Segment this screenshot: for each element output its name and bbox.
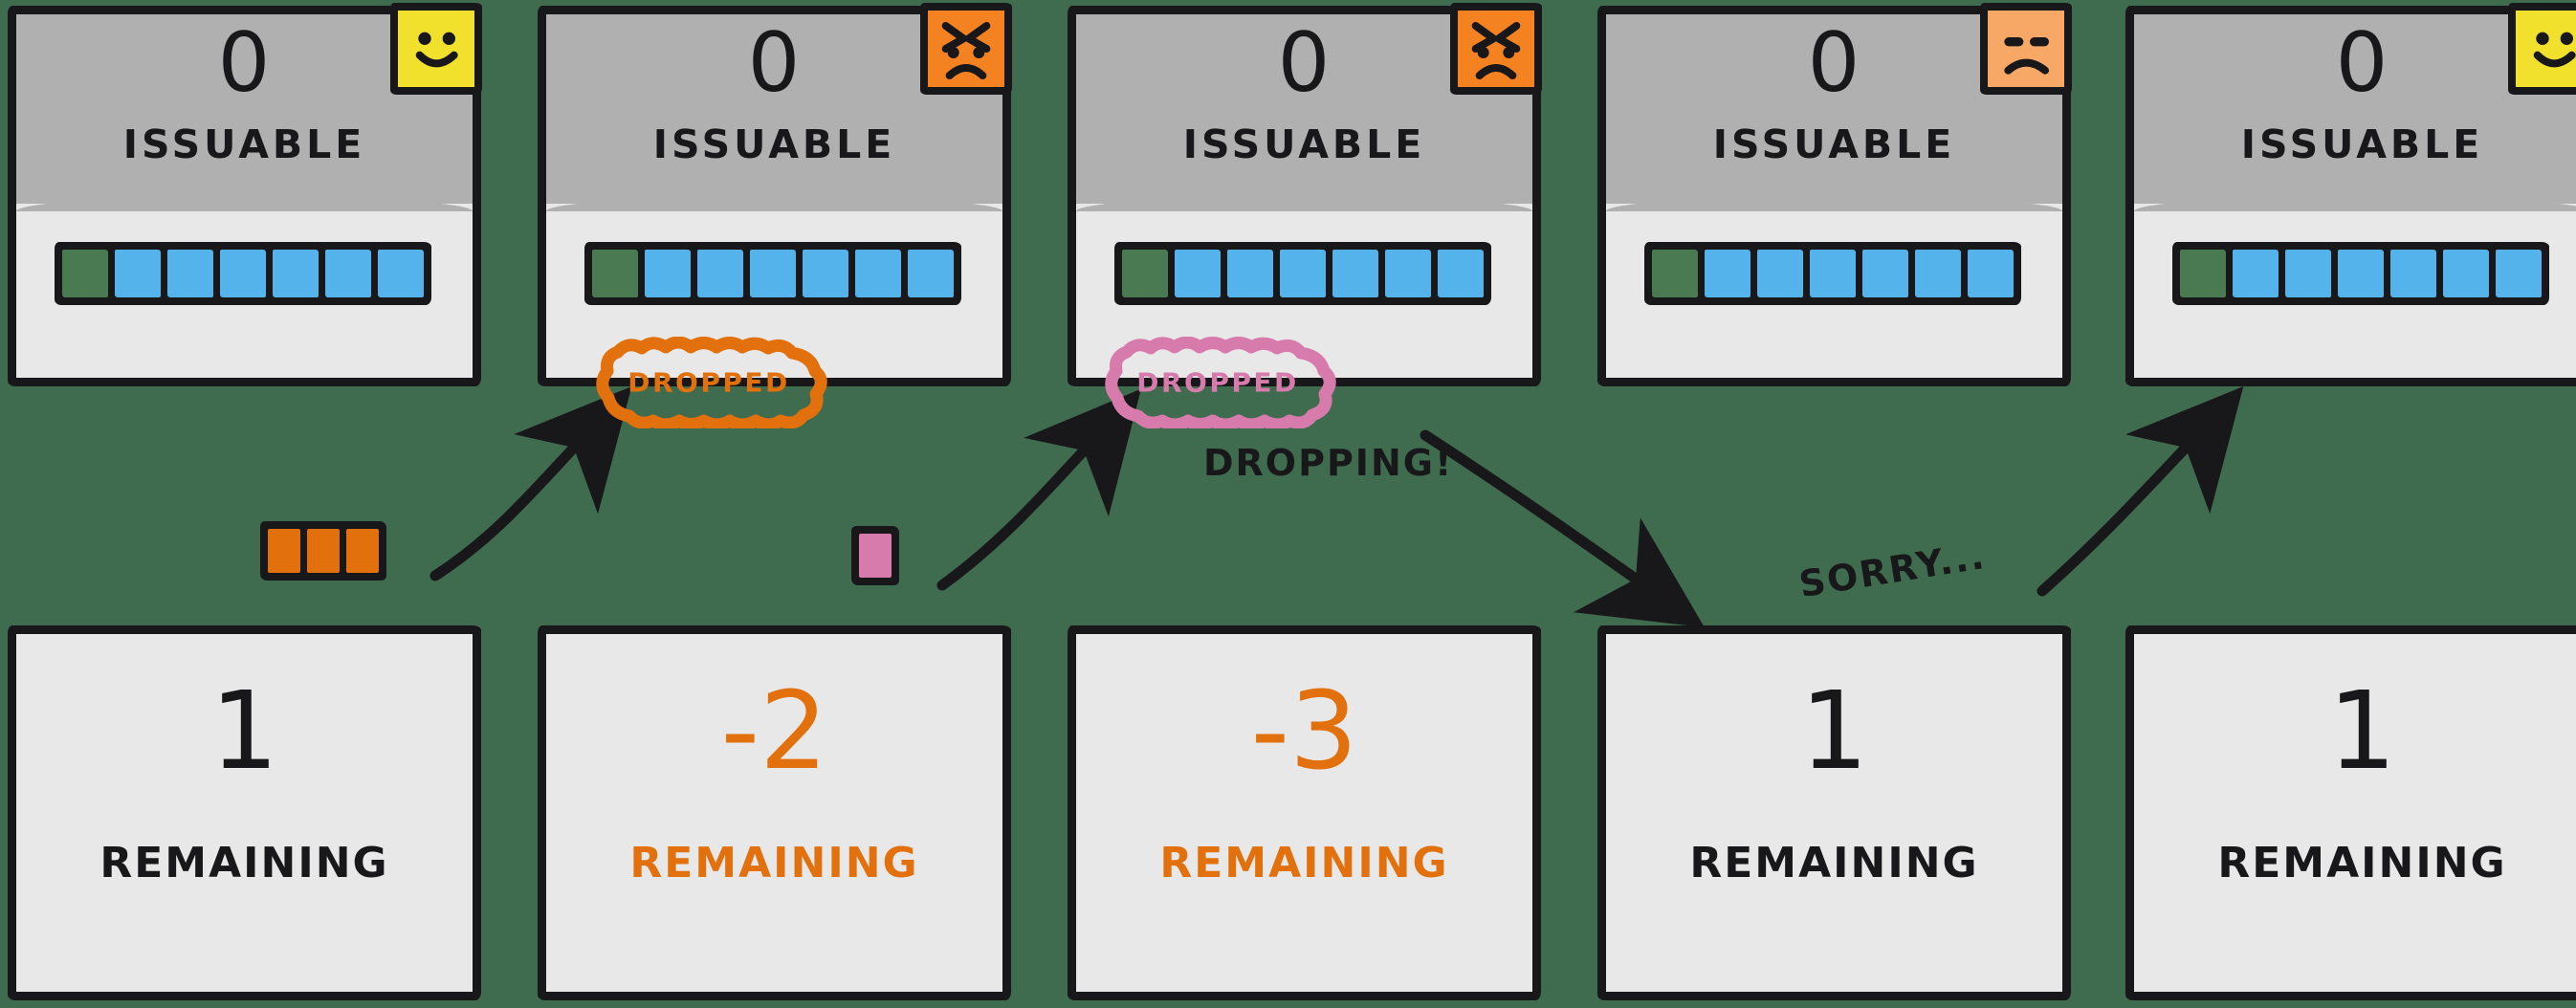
segment-blue: [1915, 250, 1961, 297]
segment-bar: [1114, 242, 1491, 305]
segment-bar: [2172, 242, 2549, 305]
segment-green: [1122, 250, 1168, 297]
segment-blue: [908, 250, 954, 297]
remaining-label: REMAINING: [1159, 839, 1449, 887]
segment-blue: [2285, 250, 2331, 297]
remaining-label: REMAINING: [1689, 839, 1979, 887]
segment-blue: [378, 250, 424, 297]
segment-blue: [1175, 250, 1221, 297]
dropped-badge-pink: DROPPED: [1098, 337, 1337, 428]
remaining-value: 1: [2327, 669, 2397, 794]
segment-blue: [1862, 250, 1908, 297]
remaining-label: REMAINING: [2217, 839, 2507, 887]
sorry-annotation: SORRY...: [1795, 534, 1989, 606]
segment-blue: [273, 250, 319, 297]
segment-bar: [1644, 242, 2021, 305]
token-pink: [859, 534, 892, 578]
token-orange: [268, 529, 300, 573]
segment-blue: [645, 250, 691, 297]
issuable-value: 0: [1277, 15, 1332, 111]
arrow-dropping-to-card4: [1420, 429, 1705, 628]
card-header: [2134, 14, 2576, 211]
segment-bar: [584, 242, 961, 305]
segment-blue: [750, 250, 796, 297]
segment-blue: [2496, 250, 2542, 297]
remaining-card[interactable]: 1 REMAINING: [2125, 625, 2576, 1000]
segment-blue: [2233, 250, 2279, 297]
sad-face-icon: [1980, 3, 2072, 95]
segment-blue: [2443, 250, 2489, 297]
segment-blue: [115, 250, 161, 297]
segment-blue: [325, 250, 371, 297]
segment-green: [62, 250, 108, 297]
segment-blue: [1438, 250, 1484, 297]
segment-green: [1652, 250, 1698, 297]
issuable-card[interactable]: 0 ISSUABLE: [8, 3, 482, 386]
segment-green: [592, 250, 638, 297]
remaining-value: -3: [1250, 669, 1358, 794]
issuable-value: 0: [2335, 15, 2389, 111]
issuable-value: 0: [747, 15, 802, 111]
angry-face-icon: [920, 3, 1012, 95]
segment-blue: [2338, 250, 2384, 297]
segment-blue: [220, 250, 266, 297]
remaining-value: 1: [1799, 669, 1869, 794]
remaining-card[interactable]: 1 REMAINING: [8, 625, 481, 1000]
issuable-label: ISSUABLE: [122, 121, 366, 167]
remaining-value: -2: [720, 669, 828, 794]
arrow-sorry-to-card5: [2037, 385, 2244, 597]
issuable-label: ISSUABLE: [2240, 121, 2484, 167]
segment-bar: [55, 242, 431, 305]
segment-blue: [1705, 250, 1750, 297]
dropping-annotation: DROPPING!: [1203, 442, 1454, 484]
remaining-label: REMAINING: [99, 839, 389, 887]
issuable-card[interactable]: 0 ISSUABLE: [538, 3, 1012, 386]
segment-blue: [2390, 250, 2436, 297]
arrow-token2-to-card3: [936, 388, 1141, 591]
arrow-token1-to-card2: [429, 386, 632, 581]
remaining-card[interactable]: -2 REMAINING: [538, 625, 1011, 1000]
segment-blue: [855, 250, 901, 297]
token-orange: [307, 529, 340, 573]
issuable-card[interactable]: 0 ISSUABLE: [1597, 3, 2072, 386]
issuable-value: 0: [217, 15, 272, 111]
remaining-value: 1: [209, 669, 279, 794]
segment-blue: [697, 250, 743, 297]
dropped-token-group-pink: [851, 526, 899, 585]
issuable-label: ISSUABLE: [1182, 121, 1426, 167]
segment-blue: [1385, 250, 1431, 297]
segment-blue: [1280, 250, 1326, 297]
remaining-card[interactable]: 1 REMAINING: [1597, 625, 2071, 1000]
remaining-card[interactable]: -3 REMAINING: [1068, 625, 1541, 1000]
issuable-label: ISSUABLE: [652, 121, 896, 167]
segment-blue: [1968, 250, 2014, 297]
segment-blue: [167, 250, 213, 297]
segment-blue: [803, 250, 848, 297]
segment-blue: [1757, 250, 1803, 297]
remaining-label: REMAINING: [629, 839, 919, 887]
smiley-face-icon: [2508, 3, 2576, 95]
segment-blue: [1332, 250, 1378, 297]
token-orange: [346, 529, 379, 573]
smiley-face-icon: [390, 3, 482, 95]
issuable-value: 0: [1807, 15, 1861, 111]
dropped-badge-orange: DROPPED: [589, 337, 828, 428]
issuable-card[interactable]: 0 ISSUABLE: [2125, 3, 2576, 386]
dropped-token-group-orange: [260, 521, 386, 581]
angry-face-icon: [1450, 3, 1542, 95]
segment-blue: [1810, 250, 1856, 297]
issuable-label: ISSUABLE: [1712, 121, 1956, 167]
segment-green: [2180, 250, 2226, 297]
issuable-card[interactable]: 0 ISSUABLE: [1068, 3, 1542, 386]
segment-blue: [1227, 250, 1273, 297]
